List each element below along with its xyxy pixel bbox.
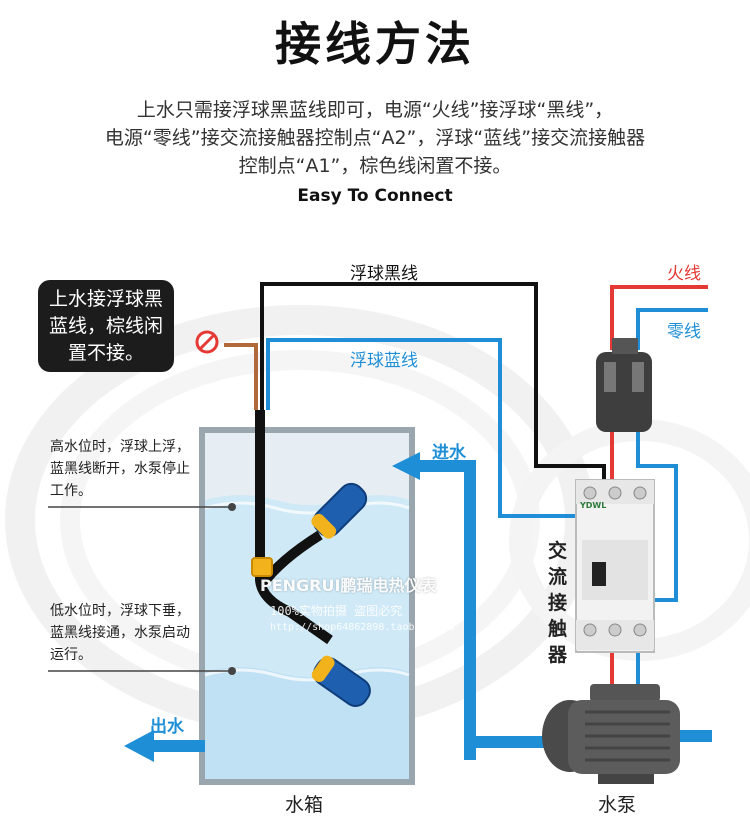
water-pump-icon — [542, 684, 680, 784]
blue-wire — [266, 338, 580, 518]
motor-wires — [610, 650, 640, 690]
contactor-label: 交流接触器 — [548, 540, 568, 666]
water-out-label: 出水 — [150, 717, 184, 737]
watermark-line2: 100%实物拍摄 盗图必究 — [270, 604, 403, 618]
black-wire-label: 浮球黑线 — [350, 264, 418, 284]
wiring-callout: 上水接浮球黑蓝线，棕线闲置不接。 — [38, 280, 174, 372]
black-wire — [260, 282, 606, 490]
high-water-note: 高水位时，浮球上浮，蓝黑线断开，水泵停止工作。 — [50, 439, 190, 499]
neutral-wire-label: 零线 — [667, 322, 701, 342]
water-in-label: 进水 — [432, 443, 466, 463]
low-water-note: 低水位时，浮球下垂，蓝黑线接通，水泵启动运行。 — [50, 603, 190, 663]
circuit-breaker-icon — [596, 338, 652, 432]
pump-label: 水泵 — [598, 794, 637, 816]
float-switch — [251, 410, 371, 707]
watermark-brand: PENGRUI鹏瑞电热仪表 — [260, 576, 437, 595]
page-title: 接线方法 — [275, 17, 475, 71]
description-line-3: 控制点“A1”，棕色线闲置不接。 — [238, 155, 512, 177]
water-out-arrow — [124, 730, 154, 762]
water-in-arrow — [392, 452, 420, 480]
brown-wire — [224, 343, 258, 410]
ac-contactor-icon — [575, 479, 655, 653]
tank-label: 水箱 — [285, 794, 324, 816]
live-wire-label: 火线 — [667, 264, 701, 284]
subtitle: Easy To Connect — [297, 186, 453, 206]
blue-wire-label: 浮球蓝线 — [350, 351, 418, 371]
description-line-1: 上水只需接浮球黑蓝线即可，电源“火线”接浮球“黑线”， — [136, 99, 614, 121]
description-line-2: 电源“零线”接交流接触器控制点“A2”，浮球“蓝线”接交流接触器 — [104, 127, 646, 149]
contactor-brand: YDWL — [580, 501, 607, 510]
live-wire — [610, 285, 708, 480]
watermark-url: http://shop64862898.taobao.com/ — [270, 622, 457, 633]
